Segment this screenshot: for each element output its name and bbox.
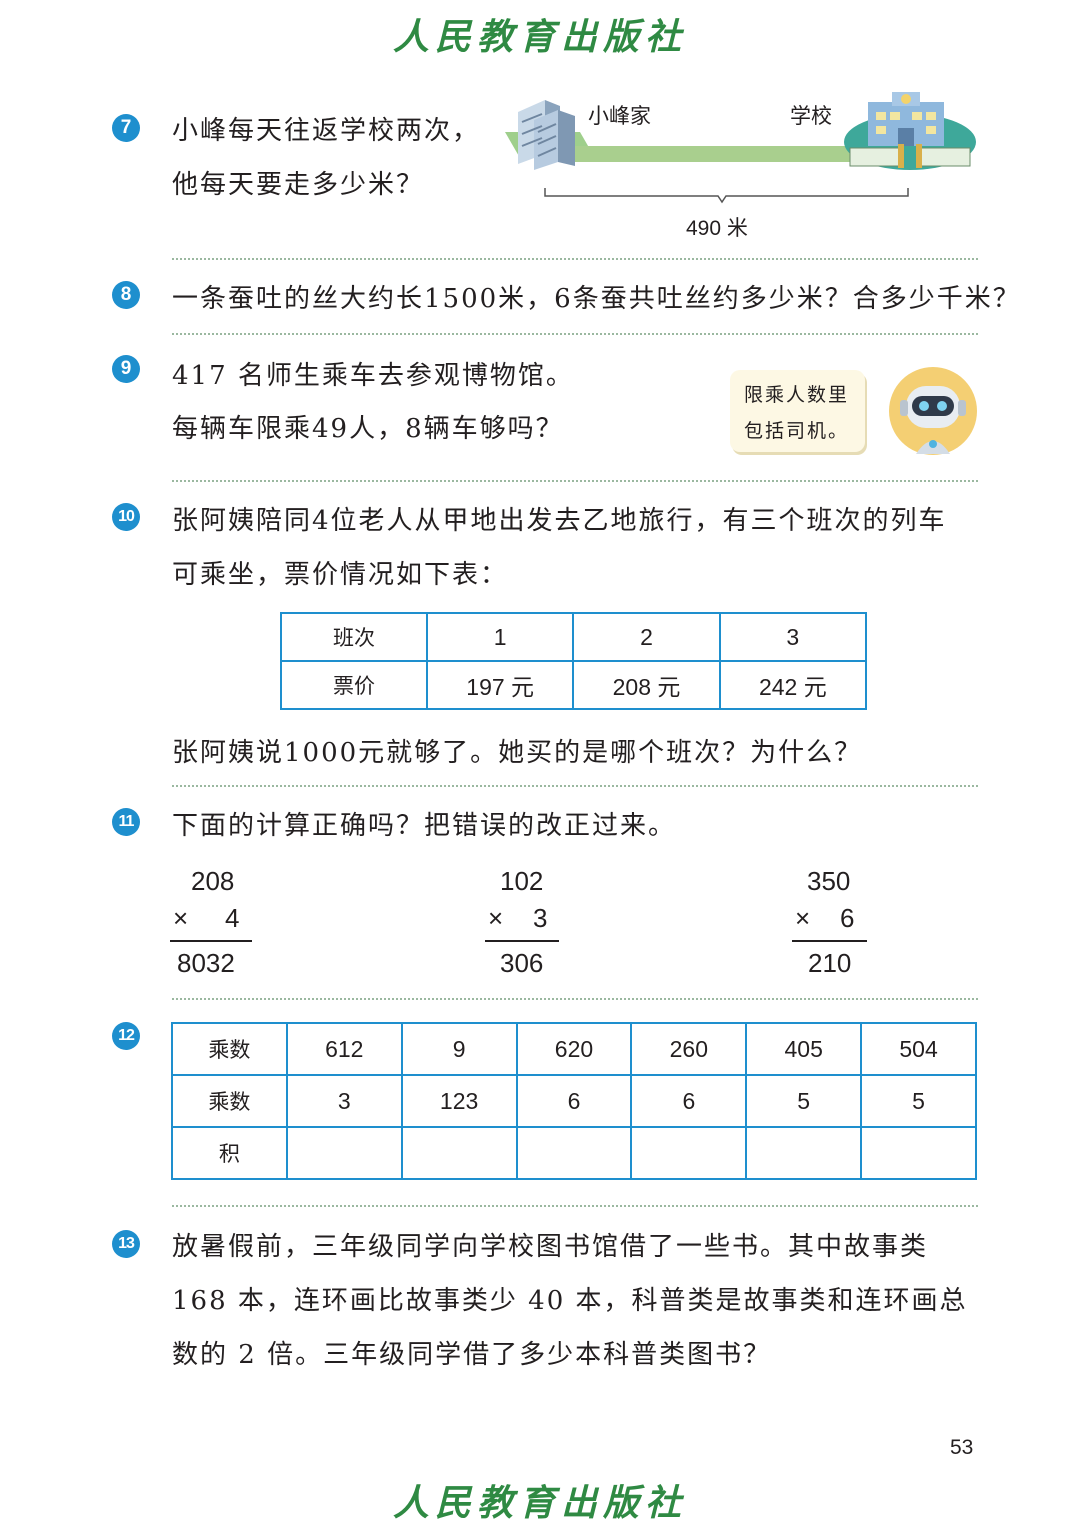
answer-cell[interactable] bbox=[400, 1126, 518, 1180]
table-header-cell: 票价 bbox=[279, 660, 429, 710]
table-header-cell: 班次 bbox=[279, 612, 429, 662]
question-7-line-2: 他每天要走多少米？ bbox=[172, 170, 425, 200]
separator bbox=[172, 998, 978, 1000]
robot-avatar-icon bbox=[889, 367, 977, 455]
question-10-follow-up: 张阿姨说1000元就够了。她买的是哪个班次？为什么？ bbox=[172, 738, 863, 768]
table-cell: 9 bbox=[400, 1022, 518, 1076]
separator bbox=[172, 1205, 978, 1207]
table-cell: 123 bbox=[400, 1074, 518, 1128]
table-cell: 6 bbox=[630, 1074, 748, 1128]
home-label: 小峰家 bbox=[588, 104, 651, 128]
table-row: 乘数 612 9 620 260 405 504 bbox=[171, 1022, 977, 1076]
table-row: 票价 197 元 208 元 242 元 bbox=[279, 660, 868, 710]
calc-1-result: 8032 bbox=[177, 948, 235, 978]
distance-brace bbox=[544, 188, 909, 204]
question-12-badge: 12 bbox=[112, 1022, 140, 1050]
table-cell: 5 bbox=[860, 1074, 977, 1128]
table-header-cell: 积 bbox=[171, 1126, 288, 1180]
separator bbox=[172, 258, 978, 260]
table-header-cell: 乘数 bbox=[171, 1074, 288, 1128]
question-13-badge: 13 bbox=[112, 1230, 140, 1258]
calc-1-rule bbox=[170, 940, 252, 942]
separator bbox=[172, 480, 978, 482]
question-11-badge: 11 bbox=[112, 808, 140, 836]
page-number: 53 bbox=[950, 1436, 974, 1459]
question-9-line-1: 417 名师生乘车去参观博物馆。 bbox=[172, 361, 574, 391]
answer-cell[interactable] bbox=[515, 1126, 633, 1180]
table-cell: 504 bbox=[860, 1022, 977, 1076]
table-row: 班次 1 2 3 bbox=[279, 612, 868, 662]
question-7-line-1: 小峰每天往返学校两次， bbox=[172, 116, 481, 146]
table-cell: 197 元 bbox=[426, 660, 575, 710]
bubble-line-1: 限乘人数里 bbox=[744, 384, 850, 406]
question-10-badge: 10 bbox=[112, 503, 140, 531]
calc-2-rule bbox=[485, 940, 559, 942]
road bbox=[570, 146, 870, 162]
calc-3-result: 210 bbox=[808, 948, 852, 978]
school-building-icon bbox=[849, 92, 971, 168]
table-row: 乘数 3 123 6 6 5 5 bbox=[171, 1074, 977, 1128]
apartment-icon bbox=[518, 100, 575, 170]
calc-1-multiplier: 4 bbox=[225, 903, 240, 933]
calc-3-top: 350 bbox=[807, 866, 851, 896]
calc-3-operator: × bbox=[795, 903, 811, 933]
distance-label: 490 米 bbox=[686, 217, 748, 240]
table-cell: 612 bbox=[285, 1022, 403, 1076]
home-school-illustration bbox=[505, 92, 976, 204]
calc-2-result: 306 bbox=[500, 948, 544, 978]
separator bbox=[172, 333, 978, 335]
question-10-line-2: 可乘坐，票价情况如下表： bbox=[172, 560, 509, 590]
table-row: 积 bbox=[171, 1126, 977, 1180]
question-13-line-1: 放暑假前，三年级同学向学校图书馆借了一些书。其中故事类 bbox=[172, 1232, 929, 1262]
table-cell: 3 bbox=[285, 1074, 403, 1128]
school-label: 学校 bbox=[790, 104, 832, 128]
calc-2-top: 102 bbox=[500, 866, 544, 896]
calc-2-operator: × bbox=[488, 903, 504, 933]
speech-bubble: 限乘人数里 包括司机。 bbox=[730, 370, 865, 452]
question-9-badge: 9 bbox=[112, 355, 140, 383]
question-9-line-2: 每辆车限乘49人，8辆车够吗？ bbox=[172, 414, 564, 444]
calc-2-multiplier: 3 bbox=[533, 903, 548, 933]
question-13-line-3: 数的 2 倍。三年级同学借了多少本科普类图书？ bbox=[172, 1340, 772, 1370]
answer-cell[interactable] bbox=[285, 1126, 403, 1180]
table-cell: 6 bbox=[515, 1074, 633, 1128]
answer-cell[interactable] bbox=[630, 1126, 748, 1180]
table-cell: 405 bbox=[745, 1022, 863, 1076]
calc-1-top: 208 bbox=[191, 866, 235, 896]
answer-cell[interactable] bbox=[745, 1126, 863, 1180]
table-cell: 5 bbox=[745, 1074, 863, 1128]
publisher-logo-footer: 人民教育出版社 bbox=[392, 1482, 687, 1524]
table-cell: 208 元 bbox=[572, 660, 721, 710]
calc-1-operator: × bbox=[173, 903, 189, 933]
question-10-line-1: 张阿姨陪同4位老人从甲地出发去乙地旅行，有三个班次的列车 bbox=[172, 506, 947, 536]
answer-cell[interactable] bbox=[860, 1126, 977, 1180]
table-header-cell: 乘数 bbox=[171, 1022, 288, 1076]
question-13-line-2: 168 本，连环画比故事类少 40 本，科普类是故事类和连环画总 bbox=[172, 1286, 968, 1316]
table-cell: 3 bbox=[718, 612, 868, 662]
question-8-badge: 8 bbox=[112, 281, 140, 309]
question-8-text: 一条蚕吐的丝大约长1500米，6条蚕共吐丝约多少米？合多少千米？ bbox=[172, 284, 1021, 314]
table-cell: 620 bbox=[515, 1022, 633, 1076]
table-cell: 260 bbox=[630, 1022, 748, 1076]
calc-3-rule bbox=[792, 940, 867, 942]
calc-3-multiplier: 6 bbox=[840, 903, 855, 933]
question-7-badge: 7 bbox=[112, 114, 140, 142]
question-11-text: 下面的计算正确吗？把错误的改正过来。 bbox=[172, 811, 677, 841]
ticket-price-table: 班次 1 2 3 票价 197 元 208 元 242 元 bbox=[279, 612, 868, 710]
table-cell: 1 bbox=[426, 612, 575, 662]
table-cell: 2 bbox=[572, 612, 721, 662]
separator bbox=[172, 785, 978, 787]
table-cell: 242 元 bbox=[718, 660, 868, 710]
multiplication-table: 乘数 612 9 620 260 405 504 乘数 3 123 6 6 5 … bbox=[171, 1022, 977, 1180]
bubble-line-2: 包括司机。 bbox=[744, 420, 850, 442]
publisher-logo-header: 人民教育出版社 bbox=[392, 16, 687, 58]
